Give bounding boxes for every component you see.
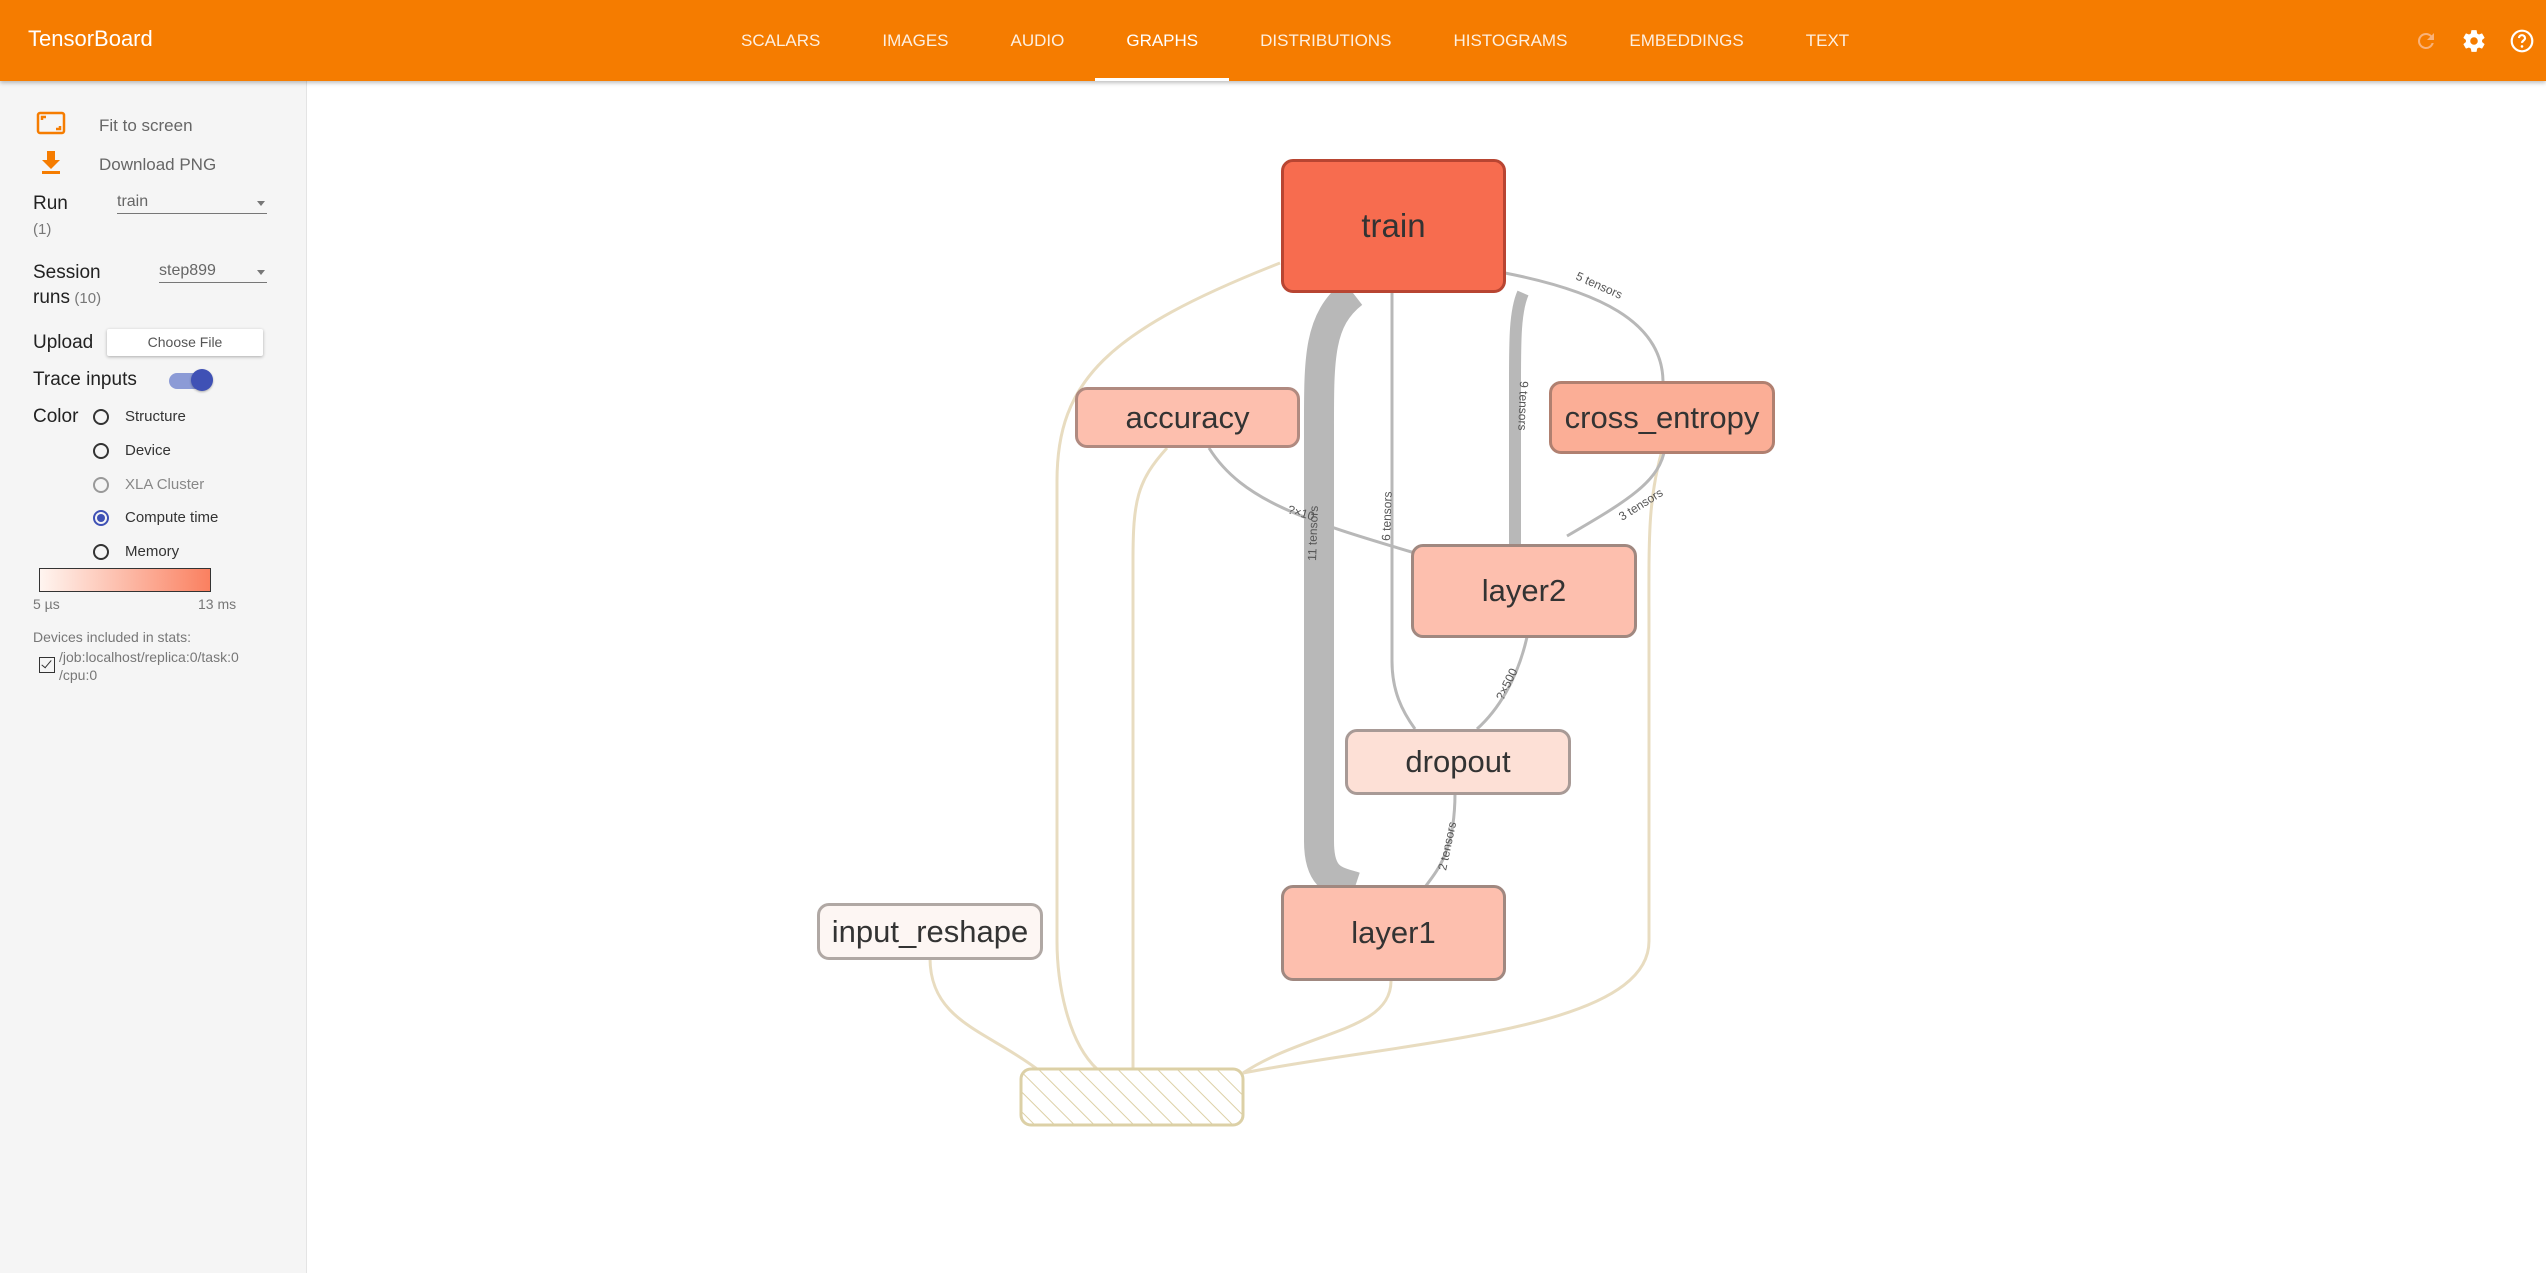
- edge-layer1-input: [1242, 980, 1393, 1075]
- node-layer2[interactable]: layer2: [1411, 544, 1637, 638]
- graph-edges: 5 tensors 9 tensors 6 tensors 11 tensors…: [928, 261, 1667, 1127]
- node-cross-entropy[interactable]: cross_entropy: [1549, 381, 1775, 454]
- device-name: /job:localhost/replica:0/task:0 /cpu:0: [59, 648, 239, 684]
- tab-scalars[interactable]: SCALARS: [741, 31, 821, 50]
- app-title: TensorBoard: [28, 26, 153, 51]
- edge-dropout-layer1: [1423, 792, 1457, 888]
- top-toolbar: TensorBoard SCALARS IMAGES AUDIO GRAPHS …: [0, 0, 2546, 81]
- download-png-label: Download PNG: [99, 154, 217, 174]
- edge-label: 11 tensors: [1305, 505, 1321, 561]
- node-input-reshape[interactable]: input_reshape: [817, 903, 1043, 960]
- color-option-device[interactable]: Device: [93, 442, 171, 459]
- edge-train-cross: [1504, 271, 1665, 382]
- session-runs-select-value: step899: [159, 262, 216, 279]
- node-train[interactable]: train: [1281, 159, 1506, 293]
- color-option-structure[interactable]: Structure: [93, 408, 186, 425]
- run-count: (1): [33, 221, 52, 238]
- edge-cross-layer2: [1566, 446, 1667, 538]
- color-option-xla-cluster[interactable]: XLA Cluster: [93, 476, 204, 493]
- node-accuracy[interactable]: accuracy: [1075, 387, 1300, 448]
- dashboard-tabs: SCALARS IMAGES AUDIO GRAPHS DISTRIBUTION…: [710, 0, 1880, 81]
- edge-train-layer1: [1303, 281, 1363, 902]
- upload-label: Upload: [33, 332, 94, 353]
- session-runs-word: runs: [33, 287, 70, 308]
- checkbox: [39, 657, 55, 673]
- compute-time-legend: [39, 568, 211, 592]
- color-option-label: XLA Cluster: [125, 476, 205, 493]
- edge-label: 9 tensors: [1515, 381, 1531, 431]
- legend-min: 5 µs: [33, 596, 60, 612]
- help-icon[interactable]: [2498, 17, 2546, 65]
- color-option-label: Compute time: [125, 509, 219, 526]
- tab-text[interactable]: TEXT: [1805, 31, 1850, 50]
- radio-button: [93, 543, 109, 560]
- tab-distributions[interactable]: DISTRIBUTIONS: [1260, 31, 1392, 50]
- radio-button-selected: [93, 509, 109, 526]
- radio-button: [93, 408, 109, 425]
- devices-label: Devices included in stats:: [33, 629, 191, 645]
- download-png-button[interactable]: Download PNG: [40, 149, 216, 180]
- node-dropout[interactable]: dropout: [1345, 729, 1571, 795]
- legend-max: 13 ms: [198, 596, 237, 612]
- color-option-label: Device: [125, 442, 171, 459]
- edge-layer2-dropout: [1475, 636, 1529, 731]
- edge-train-input: [1055, 261, 1281, 1071]
- toolbar-actions: [2402, 0, 2546, 81]
- color-label: Color: [33, 406, 79, 427]
- session-runs-select[interactable]: step899: [159, 262, 267, 283]
- edge-train-dropout: [1390, 293, 1417, 730]
- device-checkbox[interactable]: [39, 657, 55, 673]
- edge-label: 5 tensors: [1574, 269, 1625, 302]
- radio-button: [93, 476, 109, 493]
- tab-embeddings[interactable]: EMBEDDINGS: [1629, 31, 1744, 50]
- run-label: Run: [33, 193, 68, 214]
- fit-screen-icon: [36, 111, 66, 140]
- edge-accuracy-layer2: [1207, 447, 1416, 555]
- edge-label: 6 tensors: [1379, 491, 1395, 541]
- edge-accuracy-input: [1131, 446, 1169, 1069]
- download-icon: [40, 149, 62, 180]
- edge-train-layer2: [1509, 290, 1529, 547]
- sidebar: Fit to screen Download PNG Run (1) train…: [0, 81, 307, 1273]
- choose-file-button[interactable]: Choose File: [107, 329, 263, 356]
- gear-icon[interactable]: [2450, 17, 2498, 65]
- session-runs-count: (10): [74, 290, 102, 307]
- edge-label: ?×500: [1493, 666, 1521, 703]
- device-line-2: /cpu:0: [59, 667, 98, 683]
- color-option-label: Memory: [125, 543, 180, 560]
- chevron-down-icon: [257, 201, 265, 206]
- hatched-node: [1019, 1067, 1245, 1127]
- color-option-memory[interactable]: Memory: [93, 543, 179, 560]
- tab-images[interactable]: IMAGES: [882, 31, 949, 50]
- tab-histograms[interactable]: HISTOGRAMS: [1453, 31, 1568, 50]
- tab-audio[interactable]: AUDIO: [1010, 31, 1065, 50]
- session-runs-label-2: runs (10): [33, 287, 101, 309]
- run-select-value: train: [117, 193, 149, 210]
- trace-inputs-toggle[interactable]: [169, 368, 213, 391]
- color-option-label: Structure: [125, 408, 186, 425]
- device-line-1: /job:localhost/replica:0/task:0: [59, 649, 239, 665]
- node-layer1[interactable]: layer1: [1281, 885, 1506, 981]
- fit-to-screen-label: Fit to screen: [99, 115, 193, 135]
- chevron-down-icon: [257, 270, 265, 275]
- run-select[interactable]: train: [117, 193, 267, 214]
- toggle-knob: [191, 369, 213, 391]
- graph-canvas[interactable]: 5 tensors 9 tensors 6 tensors 11 tensors…: [307, 81, 2546, 1273]
- session-runs-label: Session: [33, 262, 101, 283]
- radio-button: [93, 442, 109, 459]
- fit-to-screen-button[interactable]: Fit to screen: [36, 111, 193, 140]
- edge-label: 2 tensors: [1435, 820, 1459, 871]
- trace-inputs-label: Trace inputs: [33, 369, 137, 390]
- tab-graphs[interactable]: GRAPHS: [1095, 0, 1229, 81]
- color-option-compute-time[interactable]: Compute time: [93, 509, 218, 526]
- edge-reshape-input: [928, 957, 1038, 1071]
- edge-label: 3 tensors: [1616, 486, 1665, 524]
- edge-cross-input: [1242, 446, 1665, 1075]
- refresh-icon[interactable]: [2402, 17, 2450, 65]
